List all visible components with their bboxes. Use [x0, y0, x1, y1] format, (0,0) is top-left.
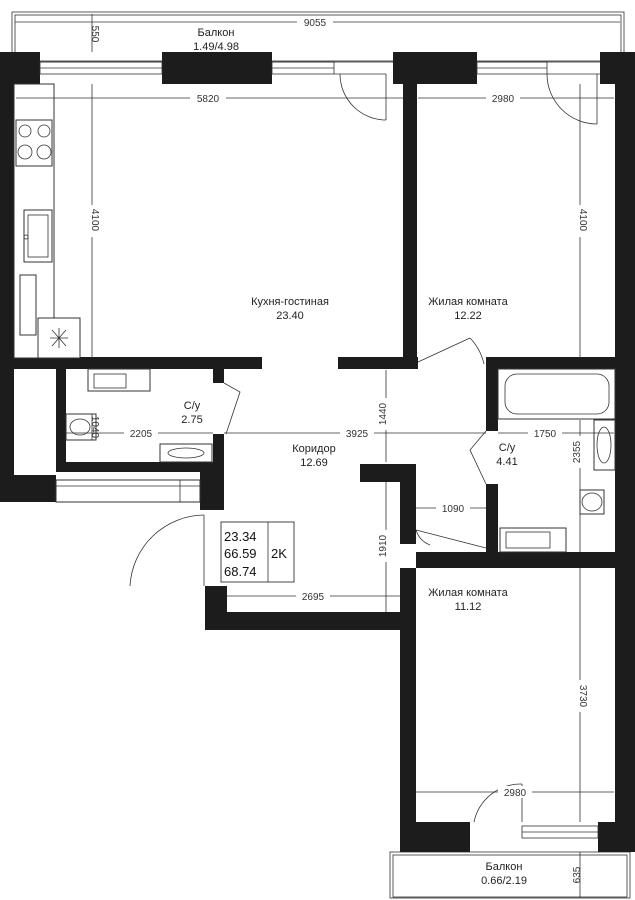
summary-apartment-type: 2K	[271, 546, 287, 561]
room-corridor-name: Коридор	[292, 443, 335, 455]
room-balcony-top-area: 1.49/4.98	[193, 41, 239, 53]
bath1-fixtures	[65, 368, 213, 463]
dim-overall-width: 9055	[304, 18, 327, 29]
room-bath1-area: 2.75	[181, 414, 202, 426]
room-bedroom1-name: Жилая комната	[428, 296, 508, 308]
room-balcony-bottom-area: 0.66/2.19	[481, 875, 527, 887]
dim-bedroom1-depth: 4100	[577, 209, 588, 232]
balcony-bottom	[389, 851, 631, 899]
room-bedroom2-area: 11.12	[455, 601, 482, 613]
windows	[39, 61, 599, 839]
area-summary: 23.34 66.59 68.74 2K	[220, 521, 295, 583]
dim-nook-width: 1090	[442, 504, 465, 515]
summary-living-area: 23.34	[224, 529, 257, 544]
room-bath1-name: С/у	[184, 400, 201, 412]
room-bedroom2-name: Жилая комната	[428, 587, 508, 599]
summary-total-with-balcony: 68.74	[224, 564, 257, 579]
summary-total-area: 66.59	[224, 546, 257, 561]
dim-bath1-small: 1040	[89, 416, 100, 439]
dim-bedroom2-width: 2980	[504, 788, 527, 799]
room-kitchen-area: 23.40	[276, 310, 304, 322]
room-balcony-bottom-name: Балкон	[486, 861, 523, 873]
dim-hall-width: 2695	[302, 592, 325, 603]
room-balcony-top-name: Балкон	[198, 27, 235, 39]
dim-bath2-width: 1750	[534, 429, 557, 440]
room-bath2-area: 4.41	[496, 456, 517, 468]
dim-hall-depth: 1910	[378, 534, 389, 557]
dim-kitchen-width: 5820	[197, 94, 220, 105]
dim-bath1-width: 2205	[130, 429, 153, 440]
kitchen-fixtures	[13, 83, 81, 359]
room-kitchen-name: Кухня-гостиная	[251, 296, 329, 308]
dim-bedroom2-depth: 3730	[577, 685, 588, 708]
dim-balcony-bottom: 635	[572, 866, 583, 883]
dim-corridor-width: 3925	[346, 429, 369, 440]
room-corridor-area: 12.69	[300, 457, 328, 469]
dim-bedroom1-width: 2980	[492, 94, 515, 105]
doors	[129, 73, 600, 823]
room-bedroom1-area: 12.22	[454, 310, 482, 322]
room-bath2-name: С/у	[499, 442, 516, 454]
dimension-labels: 9055 550 5820 4100 2980 4100 1440 2205 1…	[86, 16, 588, 883]
dim-balcony-top: 550	[89, 26, 100, 43]
dimension-lines	[15, 14, 620, 898]
dim-bath2-depth: 2355	[572, 440, 583, 463]
dim-corridor-depth: 1440	[378, 402, 389, 425]
room-labels: Балкон 1.49/4.98 Кухня-гостиная 23.40 Жи…	[181, 27, 527, 887]
wardrobe	[55, 479, 201, 503]
dim-kitchen-depth: 4100	[89, 209, 100, 232]
bath2-fixtures	[497, 368, 616, 553]
walls	[0, 52, 635, 852]
